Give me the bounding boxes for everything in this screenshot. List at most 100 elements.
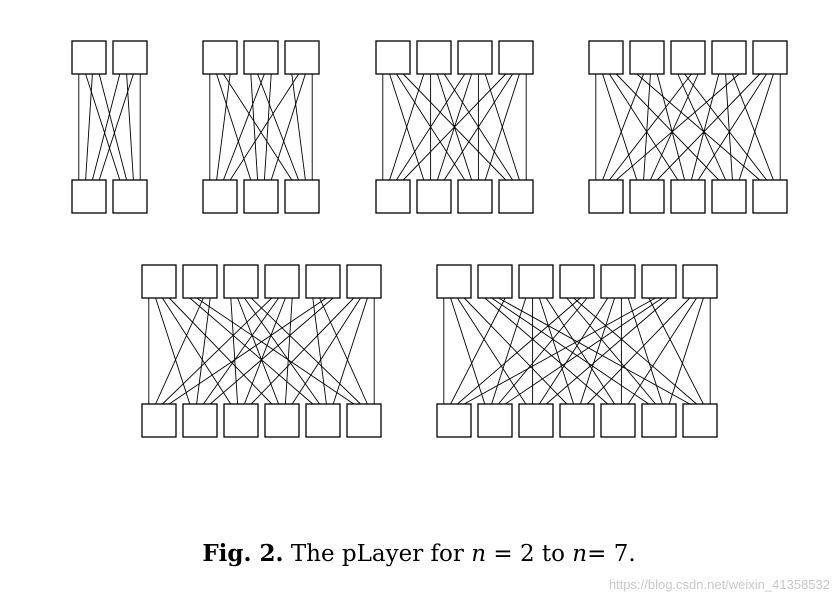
wire-n7-15 <box>498 297 588 405</box>
wire-n3-2 <box>223 73 293 181</box>
wire-n7-26 <box>668 297 704 405</box>
wire-n2-6 <box>98 73 134 181</box>
wire-n7-3 <box>463 297 568 405</box>
sbox-bottom-n6-1 <box>182 403 218 438</box>
sbox-top-n6-3 <box>264 264 300 299</box>
wire-n6-13 <box>203 297 279 405</box>
wire-n6-9 <box>237 297 280 405</box>
sbox-bottom-n5-2 <box>670 179 706 214</box>
wire-n3-1 <box>216 73 252 181</box>
wire-n3-4 <box>250 73 259 181</box>
sbox-bottom-n6-2 <box>223 403 259 438</box>
sbox-top-n7-1 <box>477 264 513 299</box>
wire-n4-14 <box>484 73 520 181</box>
wire-n7-16 <box>539 297 609 405</box>
caption-eq-1: = 2 to <box>493 541 565 567</box>
sbox-top-n2-1 <box>112 40 148 75</box>
sbox-bottom-n4-2 <box>457 179 493 214</box>
sbox-bottom-n7-1 <box>477 403 513 438</box>
wire-n7-19 <box>627 297 663 405</box>
wire-n6-16 <box>312 297 327 405</box>
sbox-bottom-n2-1 <box>112 179 148 214</box>
sbox-top-n7-4 <box>600 264 636 299</box>
sbox-top-n5-4 <box>752 40 788 75</box>
wire-n7-2 <box>457 297 527 405</box>
sbox-bottom-n5-1 <box>629 179 665 214</box>
wire-n5-13 <box>725 73 733 181</box>
wire-n5-3 <box>615 73 720 181</box>
wire-n5-14 <box>731 73 774 181</box>
wire-n4-8 <box>396 73 466 181</box>
sbox-bottom-n3-0 <box>202 179 238 214</box>
sbox-bottom-n6-4 <box>305 403 341 438</box>
wire-n6-7 <box>196 297 211 405</box>
player-n4 <box>375 40 534 214</box>
sbox-bottom-n5-3 <box>711 179 747 214</box>
wire-n7-21 <box>463 297 656 405</box>
wire-n3-5 <box>257 73 300 181</box>
wire-n2-5 <box>126 73 134 181</box>
player-n3 <box>202 40 320 214</box>
sbox-bottom-n7-3 <box>559 403 595 438</box>
sbox-top-n7-0 <box>436 264 472 299</box>
wire-n6-4 <box>189 297 314 405</box>
wire-n5-10 <box>609 73 692 181</box>
sbox-bottom-n3-2 <box>284 179 320 214</box>
sbox-top-n2-0 <box>71 40 107 75</box>
wire-n7-1 <box>450 297 486 405</box>
wire-n4-12 <box>402 73 507 181</box>
caption-pre: The pLayer for <box>290 541 464 567</box>
sbox-bottom-n3-1 <box>243 179 279 214</box>
sbox-bottom-n4-1 <box>416 179 452 214</box>
sbox-bottom-n4-0 <box>375 179 411 214</box>
sbox-top-n6-5 <box>346 264 382 299</box>
sbox-bottom-n6-5 <box>346 403 382 438</box>
wire-n7-10 <box>538 297 575 405</box>
wire-n5-4 <box>636 73 761 181</box>
sbox-bottom-n4-3 <box>498 179 534 214</box>
wire-n5-12 <box>690 73 720 181</box>
sbox-bottom-n6-0 <box>141 403 177 438</box>
wire-n6-6 <box>155 297 204 405</box>
caption-var-2: n <box>572 541 588 567</box>
sbox-top-n3-0 <box>202 40 238 75</box>
sbox-top-n7-3 <box>559 264 595 299</box>
wire-n3-9 <box>229 73 299 181</box>
wire-n2-4 <box>91 73 121 181</box>
wire-n7-8 <box>491 297 527 405</box>
sbox-top-n5-0 <box>588 40 624 75</box>
wire-n5-9 <box>684 73 767 181</box>
player-n7 <box>436 264 718 438</box>
wire-n7-17 <box>579 297 616 405</box>
sbox-bottom-n5-4 <box>752 179 788 214</box>
wire-n6-22 <box>332 297 368 405</box>
wire-n5-17 <box>697 73 767 181</box>
wire-n6-10 <box>244 297 320 405</box>
player-n2 <box>71 40 148 214</box>
wire-n6-18 <box>168 297 327 405</box>
wire-n6-5 <box>196 297 355 405</box>
wire-n6-3 <box>168 297 273 405</box>
sbox-bottom-n7-4 <box>600 403 636 438</box>
wire-n7-6 <box>498 297 691 405</box>
sbox-top-n6-4 <box>305 264 341 299</box>
sbox-top-n5-2 <box>670 40 706 75</box>
wire-n6-19 <box>209 297 334 405</box>
wire-n5-1 <box>602 73 638 181</box>
wire-n6-12 <box>162 297 273 405</box>
wire-n6-1 <box>155 297 191 405</box>
sbox-top-n7-2 <box>518 264 554 299</box>
wire-n7-7 <box>450 297 506 405</box>
sbox-top-n4-0 <box>375 40 411 75</box>
sbox-bottom-n6-3 <box>264 403 300 438</box>
wire-n3-3 <box>216 73 231 181</box>
sbox-bottom-n2-0 <box>71 179 107 214</box>
wire-n7-23 <box>545 297 670 405</box>
wire-n7-5 <box>491 297 650 405</box>
wire-n7-12 <box>566 297 656 405</box>
wire-n5-6 <box>643 73 651 181</box>
sbox-top-n7-6 <box>682 264 718 299</box>
sbox-bottom-n7-2 <box>518 403 554 438</box>
wire-n6-2 <box>162 297 232 405</box>
